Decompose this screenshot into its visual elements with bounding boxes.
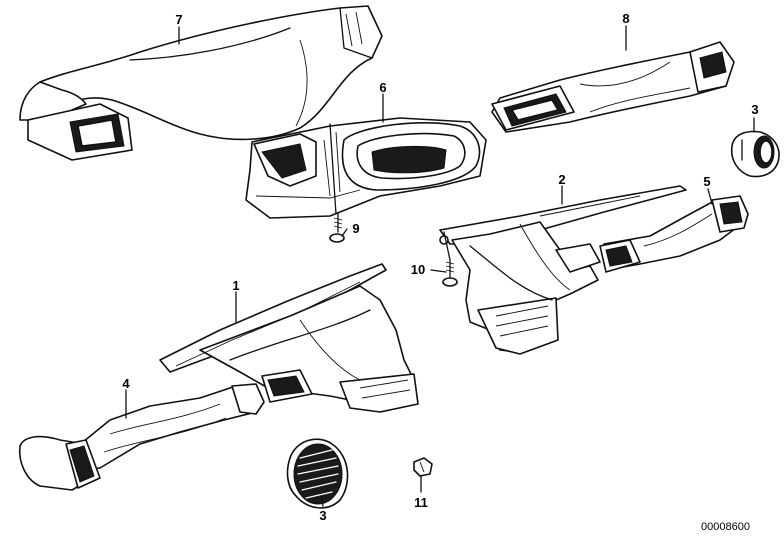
air-duct-part-6 <box>245 117 487 219</box>
document-number: 00008600 <box>701 521 750 533</box>
air-duct-part-5 <box>599 195 749 273</box>
round-vent-part-3-upper <box>730 130 780 178</box>
callout-5: 5 <box>703 174 710 189</box>
clip-part-11 <box>413 457 433 477</box>
air-duct-part-4 <box>18 383 265 491</box>
callout-6: 6 <box>379 80 386 95</box>
callout-7: 7 <box>175 12 182 27</box>
air-channel-part-1 <box>159 263 419 413</box>
callout-1: 1 <box>232 278 239 293</box>
callout-4: 4 <box>122 376 130 391</box>
screw-part-10 <box>442 231 458 287</box>
air-duct-part-7 <box>19 5 383 161</box>
callout-2: 2 <box>558 172 565 187</box>
callout-8: 8 <box>622 11 629 26</box>
round-vent-part-3-lower <box>286 438 349 509</box>
callout-10: 10 <box>411 262 425 277</box>
air-channel-part-2 <box>439 185 687 355</box>
screw-part-9 <box>329 123 345 243</box>
callout-3-lower: 3 <box>319 508 326 523</box>
callout-9: 9 <box>352 221 359 236</box>
callout-11: 11 <box>414 495 428 510</box>
air-duct-part-8 <box>491 41 735 133</box>
leader-lines <box>125 25 755 507</box>
callout-3-upper: 3 <box>751 102 758 117</box>
